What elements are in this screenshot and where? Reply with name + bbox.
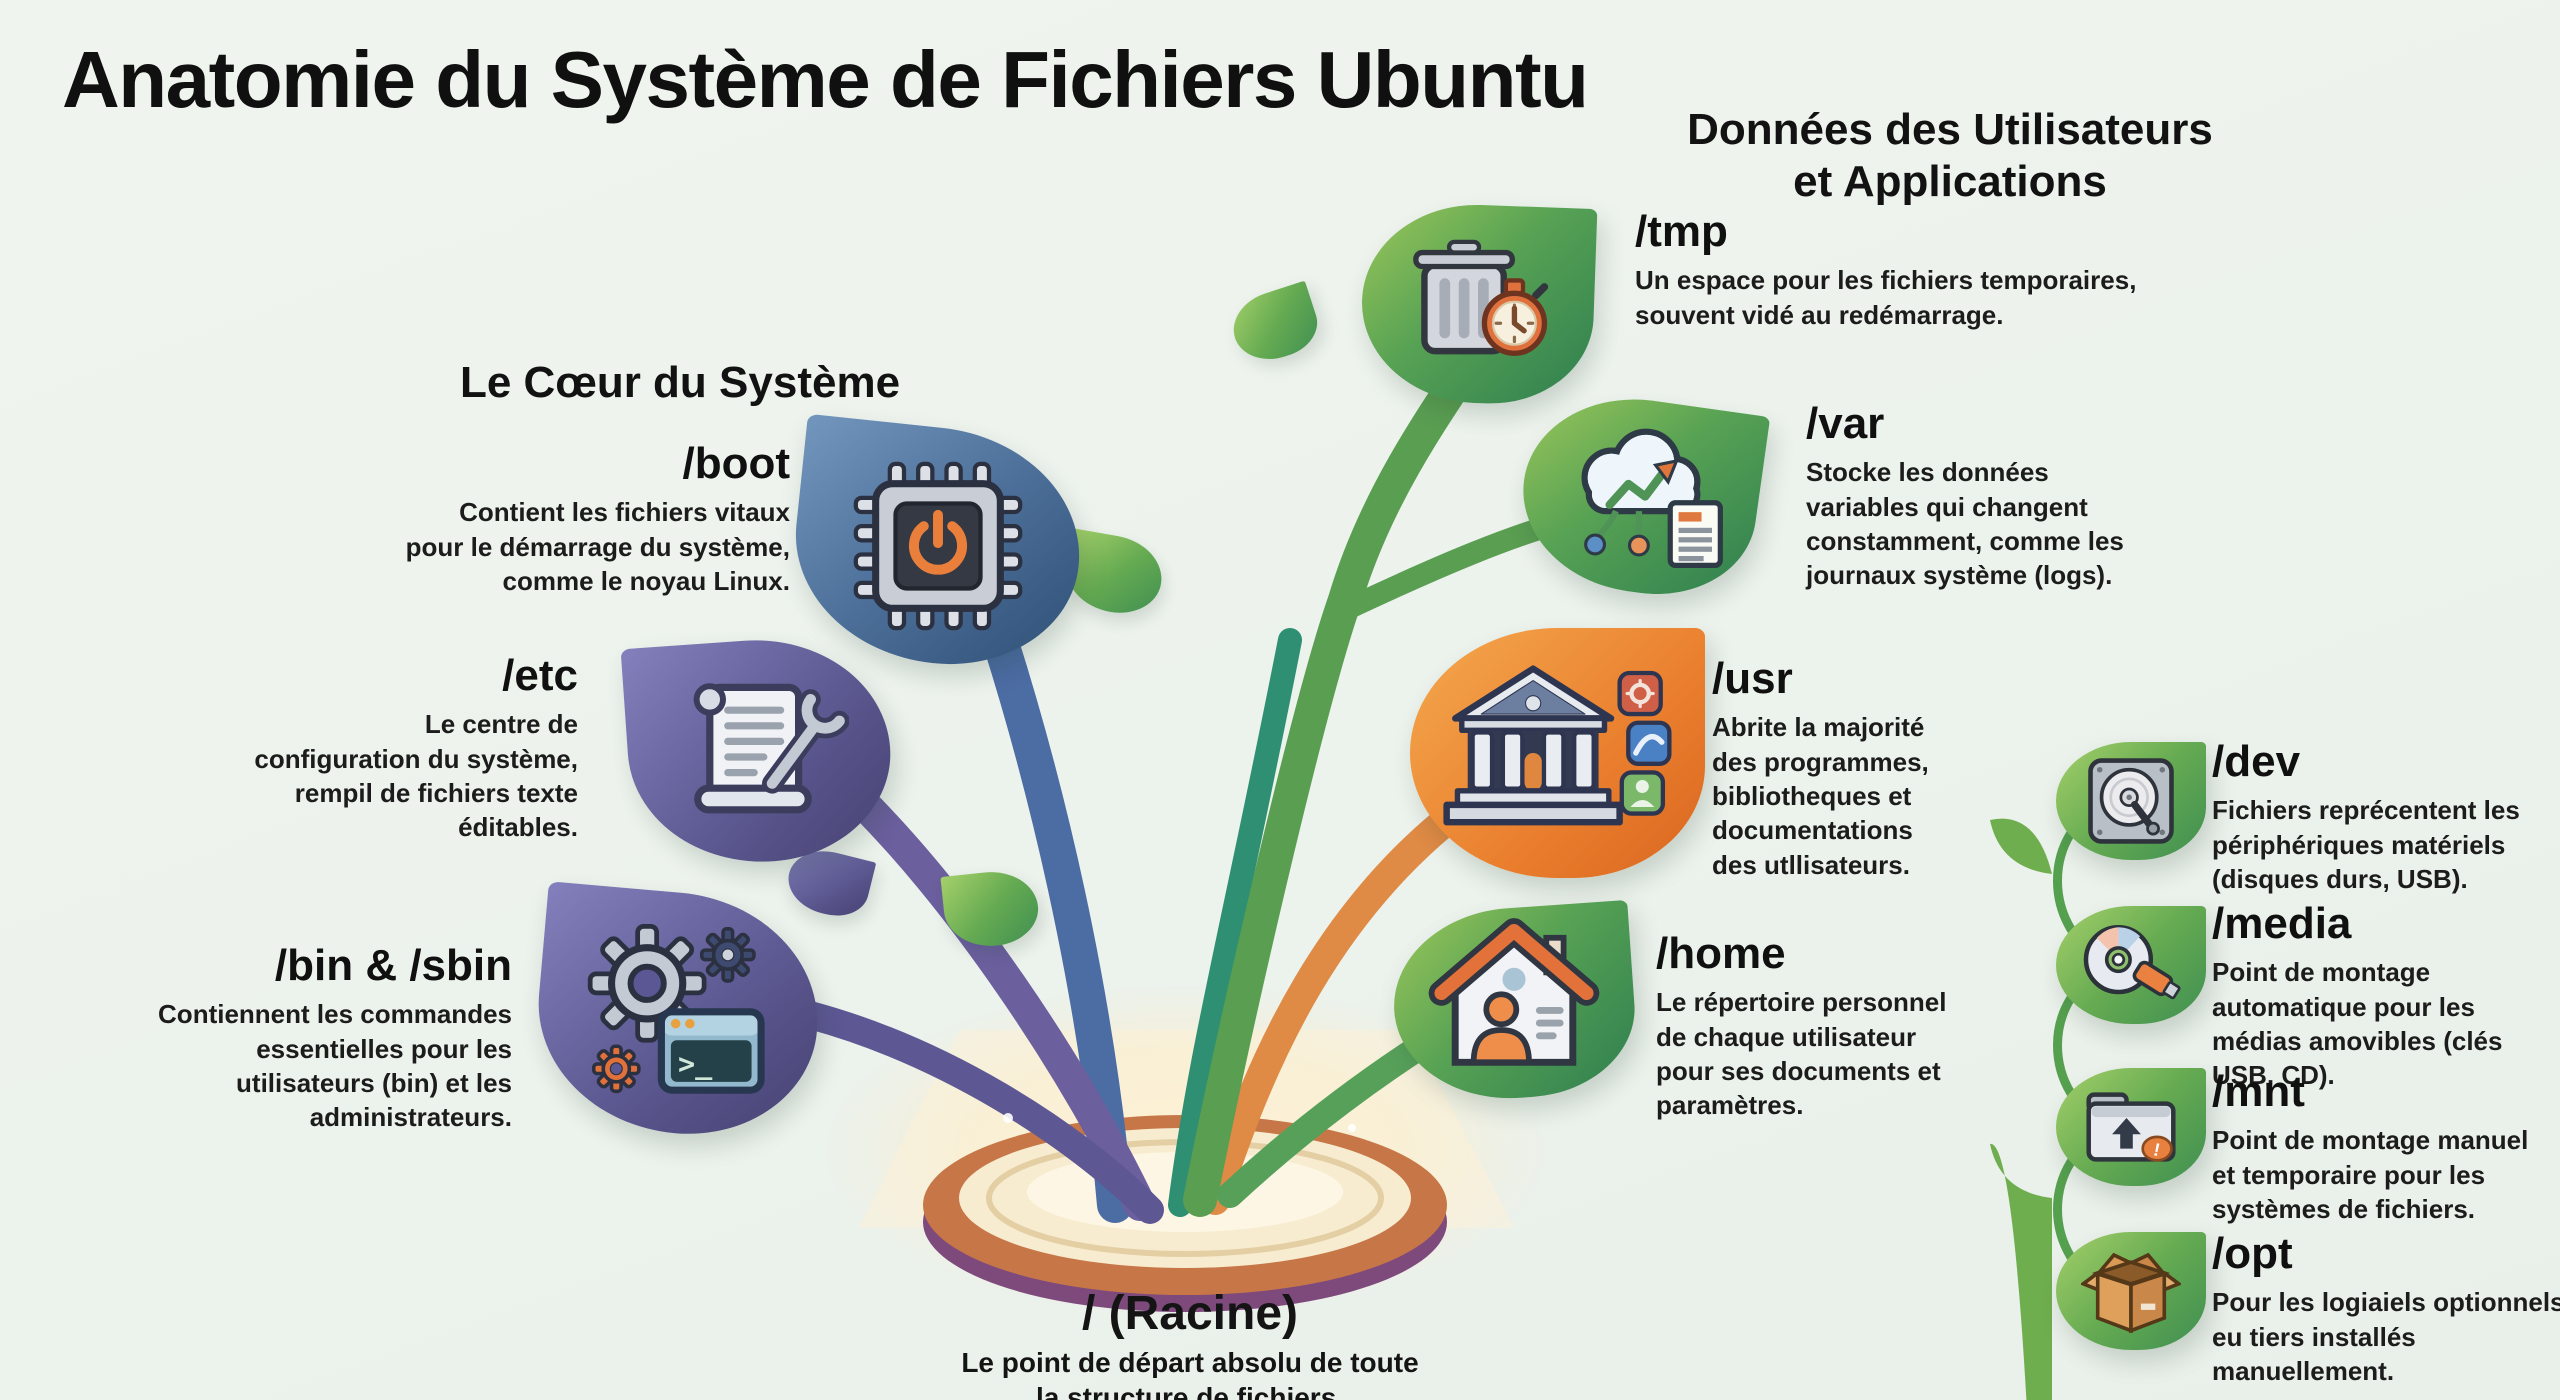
dir-tmp-desc: Un espace pour les fichiers temporaires,…	[1635, 265, 2137, 330]
house-user-icon	[1428, 917, 1600, 1066]
cloud-chart-logs-icon	[1581, 428, 1723, 568]
leaf-media	[2056, 906, 2206, 1024]
dir-etc: /etc Le centre de configuration du systè…	[158, 651, 578, 845]
dir-usr-desc: Abrite la majorité des programmes, bibli…	[1712, 712, 1929, 880]
dir-dev-label: /dev	[2212, 737, 2301, 786]
dir-usr: /usr Abrite la majorité des programmes, …	[1712, 654, 2012, 882]
root-desc: Le point de départ absolu de toute la st…	[961, 1347, 1419, 1400]
leaf-dev	[2056, 742, 2206, 860]
cpu-power-icon	[853, 461, 1022, 630]
cd-usb-icon	[2083, 924, 2181, 1000]
dir-bin-sbin: /bin & /sbin Contiennent les commandes e…	[72, 941, 512, 1135]
dir-bin-sbin-label: /bin & /sbin	[274, 941, 512, 990]
root-directory-block: / (Racine) Le point de départ absolu de …	[880, 1286, 1500, 1400]
dir-var-desc: Stocke les données variables qui changen…	[1806, 457, 2124, 591]
bank-apps-icon	[1442, 665, 1672, 826]
root-label: / (Racine)	[1081, 1287, 1299, 1340]
dir-var: /var Stocke les données variables qui ch…	[1806, 399, 2166, 593]
dir-etc-desc: Le centre de configuration du système, r…	[254, 709, 578, 843]
leaf-etc	[620, 631, 898, 871]
hard-disk-icon	[2088, 758, 2174, 844]
dir-var-label: /var	[1806, 399, 1885, 448]
dir-dev: /dev Fichiers reprécentent les périphéri…	[2212, 737, 2560, 896]
dir-boot-desc: Contient les fichiers vitaux pour le dém…	[405, 497, 790, 597]
dir-boot: /boot Contient les fichiers vitaux pour …	[370, 439, 790, 598]
dir-etc-label: /etc	[502, 651, 578, 700]
scroll-wrench-icon	[693, 683, 849, 814]
leaf-boot	[783, 413, 1092, 678]
dir-home-desc: Le répertoire personnel de chaque utilis…	[1656, 987, 1947, 1121]
dir-opt: /opt Pour les logiaiels optionnels eu ti…	[2212, 1229, 2560, 1388]
svg-text:!: !	[2152, 1139, 2162, 1160]
leaf-opt	[2056, 1232, 2206, 1350]
dir-tmp-label: /tmp	[1635, 207, 1728, 256]
right-vine	[2053, 795, 2115, 1297]
dir-media-desc: Point de montage automatique pour les mé…	[2212, 957, 2503, 1091]
svg-text:>_: >_	[678, 1048, 713, 1081]
heading-user-data: Données des Utilisateurs et Applications	[1687, 105, 2213, 206]
dir-opt-desc: Pour les logiaiels optionnels eu tiers i…	[2212, 1287, 2560, 1387]
leaf-usr	[1410, 628, 1705, 878]
leaf-tmp	[1358, 201, 1598, 407]
page-title: Anatomie du Système de Fichiers Ubuntu	[62, 35, 1589, 124]
dir-home: /home Le répertoire personnel de chaque …	[1656, 929, 1996, 1123]
dir-mnt-desc: Point de montage manuel et temporaire po…	[2212, 1125, 2529, 1225]
dir-dev-desc: Fichiers reprécentent les périphériques …	[2212, 795, 2520, 895]
leaf-var	[1510, 384, 1771, 608]
package-box-icon	[2081, 1252, 2181, 1334]
heading-core-system: Le Cœur du Système	[459, 358, 901, 407]
leaf-mnt: !	[2056, 1068, 2206, 1186]
leaf-bin-sbin: >_	[528, 881, 828, 1145]
dir-opt-label: /opt	[2212, 1229, 2293, 1278]
dir-mnt: /mnt Point de montage manuel et temporai…	[2212, 1067, 2560, 1226]
dir-media: /media Point de montage automatique pour…	[2212, 899, 2552, 1093]
dir-boot-label: /boot	[682, 439, 790, 488]
dir-usr-label: /usr	[1712, 654, 1793, 703]
leaf-home	[1387, 899, 1641, 1107]
dir-mnt-label: /mnt	[2212, 1067, 2305, 1116]
sparkle-dots	[1003, 1113, 1356, 1132]
dir-media-label: /media	[2212, 899, 2352, 948]
vine-leaflets	[1990, 818, 2052, 1400]
tree-trunk-branches	[796, 333, 1601, 1224]
trash-stopwatch-icon	[1413, 239, 1549, 356]
folder-mount-icon: !	[2086, 1092, 2176, 1162]
dir-tmp: /tmp Un espace pour les fichiers tempora…	[1635, 207, 2235, 332]
dir-bin-sbin-desc: Contiennent les commandes essentielles p…	[158, 999, 512, 1133]
dir-home-label: /home	[1656, 929, 1786, 978]
gears-terminal-icon: >_	[587, 924, 765, 1094]
